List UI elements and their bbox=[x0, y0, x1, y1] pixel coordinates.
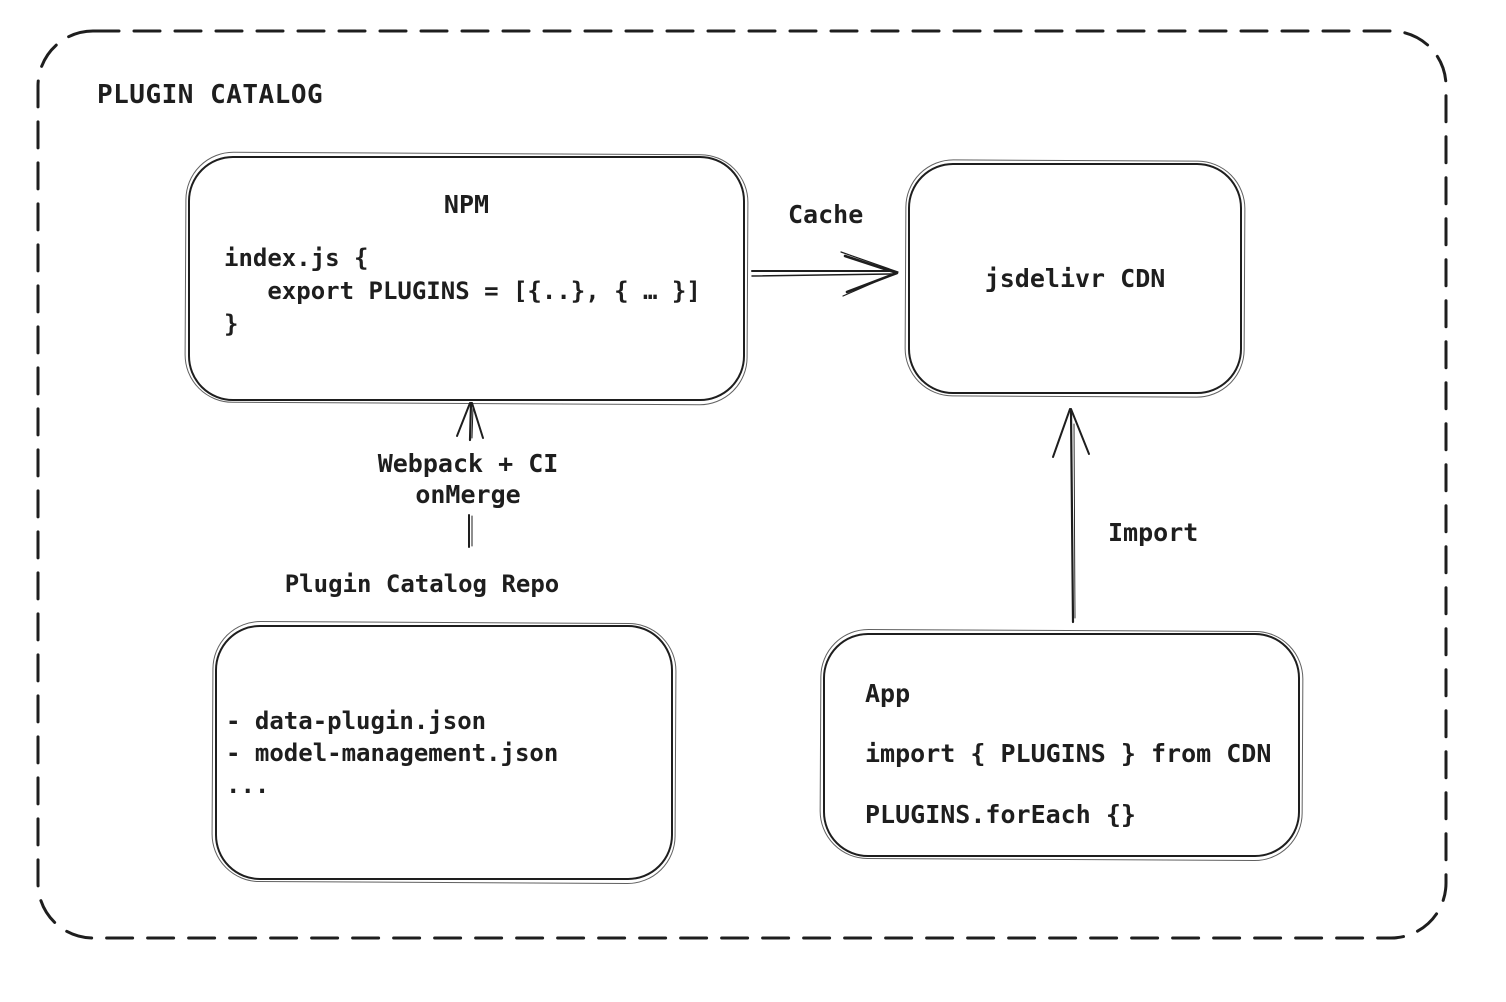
diagram-title: PLUGIN CATALOG bbox=[97, 80, 324, 110]
build-edge-label: Webpack + CI onMerge bbox=[348, 448, 588, 510]
import-edge-label: Import bbox=[1108, 518, 1199, 547]
cdn-node: jsdelivr CDN bbox=[908, 163, 1242, 394]
npm-code-line: } bbox=[224, 310, 239, 338]
app-code-line: import { PLUGINS } from CDN bbox=[865, 739, 1272, 768]
repo-item: - data-plugin.json bbox=[226, 707, 487, 735]
app-code-line: PLUGINS.forEach {} bbox=[865, 800, 1136, 829]
npm-code: index.js { export PLUGINS = [{..}, { … }… bbox=[224, 242, 701, 341]
repo-item: ... bbox=[226, 771, 270, 799]
repo-node: - data-plugin.json - model-management.js… bbox=[215, 625, 673, 880]
app-node: App import { PLUGINS } from CDN PLUGINS.… bbox=[823, 633, 1300, 857]
repo-items: - data-plugin.json - model-management.js… bbox=[226, 705, 558, 801]
cdn-label: jsdelivr CDN bbox=[984, 264, 1166, 293]
cache-arrow bbox=[751, 251, 899, 297]
import-arrow bbox=[1052, 408, 1090, 624]
repo-label: Plugin Catalog Repo bbox=[284, 570, 560, 598]
npm-code-line: index.js { bbox=[224, 244, 369, 272]
build-edge-label-line1: Webpack + CI bbox=[377, 449, 559, 478]
build-arrow bbox=[456, 401, 484, 548]
repo-item: - model-management.json bbox=[226, 739, 559, 767]
cache-edge-label: Cache bbox=[788, 200, 864, 229]
npm-title: NPM bbox=[443, 190, 490, 219]
build-edge-label-line2: onMerge bbox=[415, 480, 521, 509]
catalog-boundary bbox=[36, 29, 1448, 940]
npm-node: NPM index.js { export PLUGINS = [{..}, {… bbox=[188, 156, 745, 401]
app-title: App bbox=[865, 679, 911, 708]
npm-code-line: export PLUGINS = [{..}, { … }] bbox=[224, 277, 701, 305]
